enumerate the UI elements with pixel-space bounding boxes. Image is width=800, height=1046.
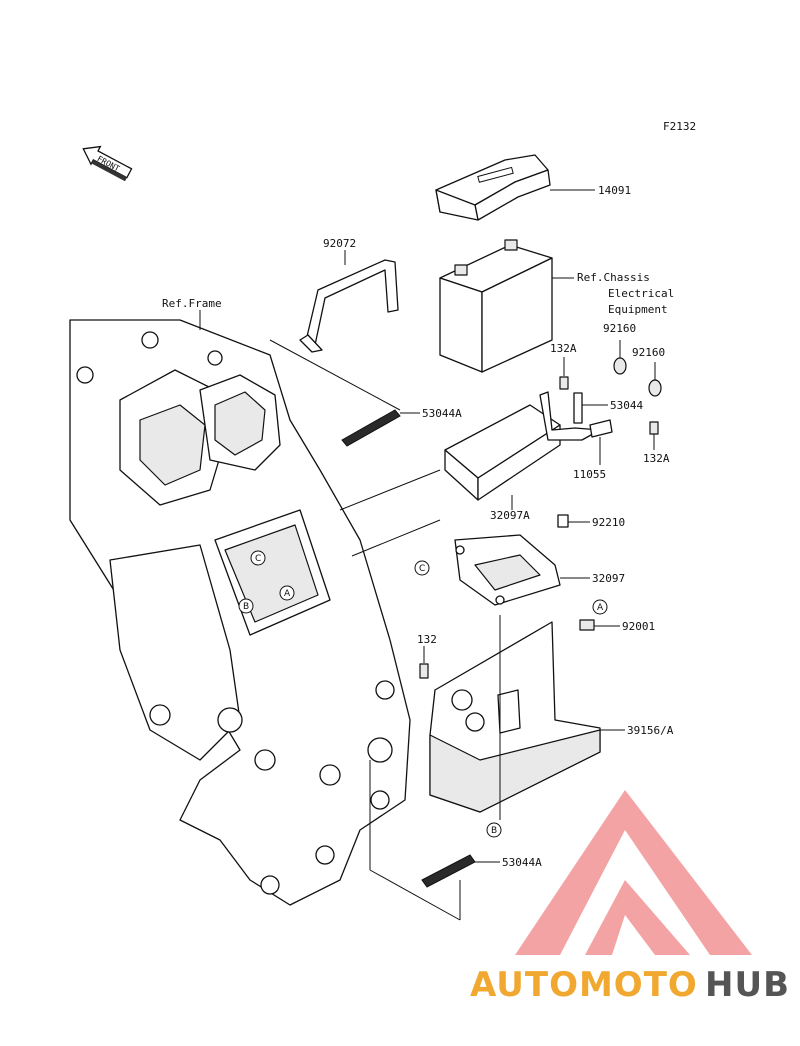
label-92072: 92072 — [323, 237, 356, 250]
frame — [69, 319, 411, 906]
label-53044A-a: 53044A — [422, 407, 462, 420]
callout-c-frame: C — [250, 550, 266, 566]
label-32097: 32097 — [592, 572, 625, 585]
label-92001: 92001 — [622, 620, 655, 633]
label-92160-a: 92160 — [603, 322, 636, 335]
callout-b-frame: B — [238, 598, 254, 614]
rubber-strip-lower — [421, 854, 476, 888]
callout-a-right: A — [592, 599, 608, 615]
label-92210: 92210 — [592, 516, 625, 529]
clip-92210 — [557, 514, 569, 528]
label-92160-b: 92160 — [632, 346, 665, 359]
label-39156-A: 39156/A — [627, 724, 674, 737]
label-53044: 53044 — [610, 399, 643, 412]
svg-text:A: A — [284, 589, 291, 599]
label-electrical: Electrical — [608, 287, 674, 300]
clamp-11055 — [589, 419, 613, 438]
label-14091: 14091 — [598, 184, 631, 197]
nut-92160b — [648, 379, 662, 397]
label-132A-b: 132A — [643, 452, 670, 465]
label-ref-chassis: Ref.Chassis — [577, 271, 650, 284]
watermark-text-2: HUB — [705, 965, 790, 1005]
svg-text:B: B — [491, 826, 497, 836]
nut-92160a — [613, 357, 627, 375]
bolt-92001 — [579, 619, 595, 631]
callout-c-right: C — [414, 560, 430, 576]
side-cover-39156 — [429, 621, 601, 813]
bolt-132A-lower — [649, 421, 659, 435]
callout-a-frame: A — [279, 585, 295, 601]
figure-code: F2132 — [663, 120, 696, 133]
svg-text:B: B — [243, 602, 249, 612]
label-equipment: Equipment — [608, 303, 668, 316]
svg-text:C: C — [255, 554, 261, 564]
label-ref-frame: Ref.Frame — [162, 297, 222, 310]
bolt-132 — [419, 663, 429, 679]
label-32097A: 32097A — [490, 509, 530, 522]
front-arrow-icon: FRONT — [82, 145, 133, 182]
watermark-text-1: AUTOMOTO — [470, 965, 698, 1005]
rubber-strip-upper — [341, 409, 420, 447]
battery — [439, 239, 553, 373]
label-132: 132 — [417, 633, 437, 646]
bracket-32097 — [454, 534, 561, 606]
bolt-132A-upper — [559, 376, 569, 390]
svg-text:C: C — [419, 564, 425, 574]
watermark-logo-icon — [515, 790, 752, 955]
battery-cover — [435, 154, 551, 221]
label-53044A-b: 53044A — [502, 856, 542, 869]
battery-tray-upper — [444, 391, 601, 501]
label-11055: 11055 — [573, 468, 606, 481]
label-132A-a: 132A — [550, 342, 577, 355]
battery-strap — [299, 259, 399, 353]
spacer-53044 — [573, 392, 608, 424]
callout-b-lower: B — [486, 822, 502, 838]
svg-text:A: A — [597, 603, 604, 613]
